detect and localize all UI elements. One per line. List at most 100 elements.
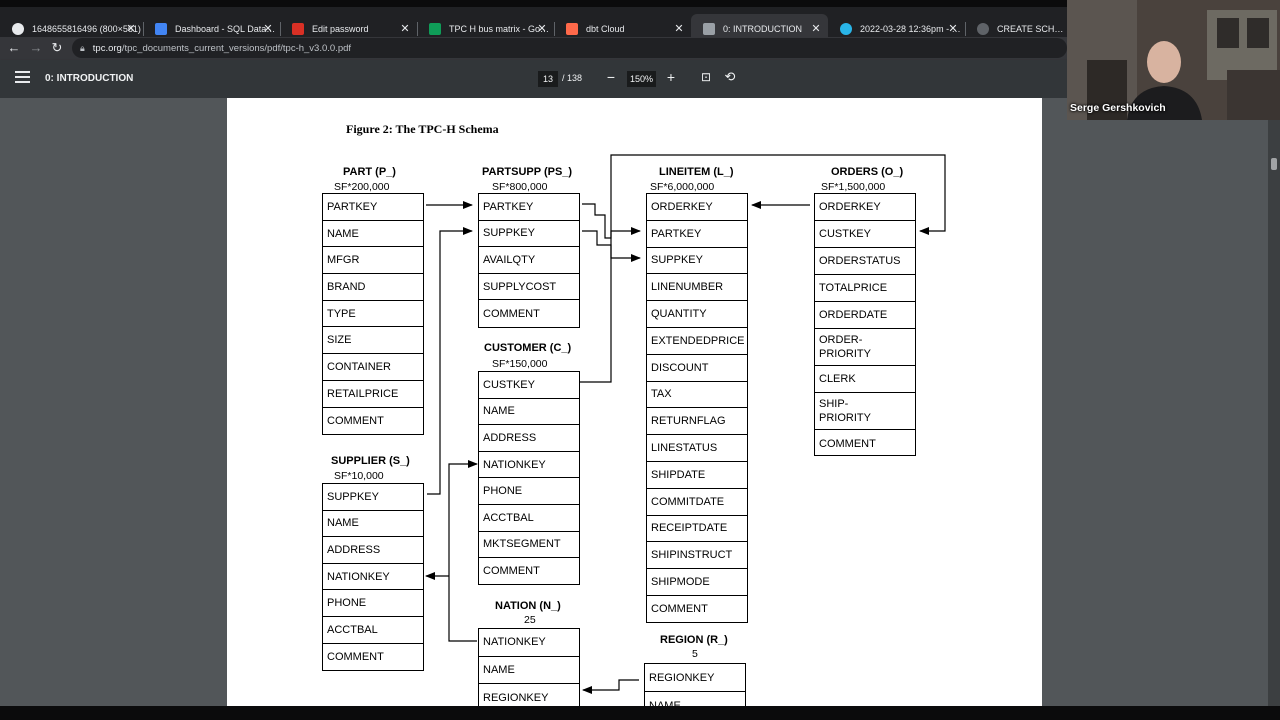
tab-create-schema[interactable]: CREATE SCHEMA — Snowflake <box>965 14 1067 44</box>
url-path: /tpc_documents_current_versions/pdf/tpc-… <box>121 42 352 54</box>
table-column-cell: CLERK <box>815 366 915 393</box>
table-column-cell: RETAILPRICE <box>323 381 423 408</box>
snowflake-icon <box>840 23 852 35</box>
pdf-toolbar: 0: INTRODUCTION 13 / 138 − 150% + ⊡ ⟲ <box>0 60 1280 98</box>
table-column-cell: SUPPLYCOST <box>479 274 579 301</box>
table-name-orders: ORDERS (O_) <box>831 166 904 178</box>
table-column-cell: EXTENDEDPRICE <box>647 328 747 355</box>
tab-separator <box>965 22 966 36</box>
database-icon <box>155 23 167 35</box>
page-total: / 138 <box>562 73 583 83</box>
menu-icon[interactable] <box>15 71 30 85</box>
zoom-in-icon[interactable]: + <box>666 69 676 85</box>
dbt-icon <box>566 23 578 35</box>
table-column-cell: PHONE <box>479 478 579 505</box>
table-column-cell: SIZE <box>323 327 423 355</box>
table-column-cell: NAME <box>323 511 423 538</box>
close-tab-icon[interactable]: ✕ <box>948 23 958 35</box>
globe-icon <box>12 23 24 35</box>
pdf-viewport: Figure 2: The TPC-H Schema <box>0 98 1280 706</box>
table-column-cell-wrap: SHIP-PRIORITY <box>815 393 915 430</box>
tab-dbt-cloud[interactable]: dbt Cloud ✕ <box>554 14 691 44</box>
pdf-page: Figure 2: The TPC-H Schema <box>227 98 1042 706</box>
gear-icon <box>977 23 989 35</box>
tab-separator <box>280 22 281 36</box>
table-column-cell: RETURNFLAG <box>647 408 747 436</box>
table-column-cell: NAME <box>479 399 579 426</box>
close-tab-icon[interactable]: ✕ <box>263 23 273 35</box>
table-sf-partsupp: SF*800,000 <box>492 181 548 193</box>
table-column-cell: TAX <box>647 382 747 409</box>
fit-page-icon[interactable]: ⊡ <box>700 70 712 84</box>
table-column-cell: BRAND <box>323 274 423 301</box>
close-tab-icon[interactable]: ✕ <box>811 23 821 35</box>
url-host: tpc.org <box>92 42 122 54</box>
table-name-region: REGION (R_) <box>660 634 728 646</box>
sheets-icon <box>429 23 441 35</box>
table-column-cell: NATIONKEY <box>323 564 423 591</box>
url-field[interactable]: 🔒︎ tpc.org/tpc_documents_current_version… <box>72 38 1067 58</box>
tab-snowflake-worksheet[interactable]: 2022-03-28 12:36pm - Snowflake ✕ <box>828 14 965 44</box>
tab-sql-dashboard[interactable]: Dashboard - SQL Databases ✕ <box>143 14 280 44</box>
tab-separator <box>417 22 418 36</box>
table-name-part: PART (P_) <box>343 166 396 178</box>
table-column-cell: AVAILQTY <box>479 247 579 274</box>
pdf-icon <box>703 23 715 35</box>
table-sf-orders: SF*1,500,000 <box>821 181 886 193</box>
table-column-cell: REGIONKEY <box>645 664 745 692</box>
rotate-icon[interactable]: ⟲ <box>724 69 736 84</box>
table-column-cell: ORDERDATE <box>815 302 915 329</box>
table-column-cell: NATIONKEY <box>479 452 579 479</box>
tab-separator <box>554 22 555 36</box>
table-region: REGIONKEY NAME <box>644 663 746 706</box>
table-column-cell: COMMENT <box>651 603 708 616</box>
table-name-lineitem: LINEITEM (L_) <box>659 166 734 178</box>
bottom-edge <box>0 706 1280 720</box>
page-number-input[interactable]: 13 <box>538 71 558 87</box>
tab-edit-password[interactable]: Edit password ✕ <box>280 14 417 44</box>
webcam-overlay: Serge Gershkovich <box>1067 0 1280 120</box>
table-name-nation: NATION (N_) <box>495 600 561 612</box>
table-name-customer: CUSTOMER (C_) <box>484 342 572 354</box>
table-sf-supplier: SF*10,000 <box>334 470 384 482</box>
table-column-cell: CUSTKEY <box>815 221 915 248</box>
table-column-cell: PARTKEY <box>479 194 579 221</box>
zoom-input[interactable]: 150% <box>627 71 656 87</box>
figure-title: Figure 2: The TPC-H Schema <box>346 122 499 136</box>
table-column-cell: ORDERKEY <box>647 194 747 221</box>
table-column-cell: TOTALPRICE <box>815 275 915 302</box>
table-sf-region: 5 <box>692 648 698 660</box>
close-tab-icon[interactable]: ✕ <box>400 23 410 35</box>
table-column-cell: COMMENT <box>483 565 540 578</box>
table-column-cell: MFGR <box>323 247 423 275</box>
pdf-scrollbar[interactable] <box>1268 98 1280 706</box>
back-arrow-icon[interactable]: ← <box>7 40 21 55</box>
table-sf-nation: 25 <box>524 614 536 626</box>
table-column-cell: QUANTITY <box>647 301 747 328</box>
close-tab-icon[interactable]: ✕ <box>126 23 136 35</box>
table-sf-customer: SF*150,000 <box>492 358 548 370</box>
tab-google-sheets[interactable]: TPC H bus matrix - Google Sheets ✕ <box>417 14 554 44</box>
table-column-cell: REGIONKEY <box>483 691 549 704</box>
table-column-cell: NAME <box>649 700 681 706</box>
zoom-out-icon[interactable]: − <box>606 69 616 85</box>
table-column-cell: CUSTKEY <box>479 372 579 399</box>
table-column-cell: SHIP-PRIORITY <box>819 398 871 424</box>
close-tab-icon[interactable]: ✕ <box>674 23 684 35</box>
forward-arrow-icon[interactable]: → <box>29 40 43 55</box>
lock-icon: 🔒︎ <box>80 42 85 53</box>
tab-image[interactable]: 1648655816496 (800×561) ✕ <box>0 14 143 44</box>
table-column-cell: NAME <box>479 657 579 684</box>
close-tab-icon[interactable]: ✕ <box>537 23 547 35</box>
table-column-cell: ACCTBAL <box>479 505 579 532</box>
table-column-cell: TYPE <box>323 301 423 328</box>
pdf-document-title: 0: INTRODUCTION <box>45 73 134 84</box>
reload-icon[interactable]: ↻ <box>51 40 63 55</box>
table-sf-lineitem: SF*6,000,000 <box>650 181 715 193</box>
scrollbar-thumb[interactable] <box>1271 158 1277 170</box>
table-column-cell: ORDERSTATUS <box>815 248 915 275</box>
